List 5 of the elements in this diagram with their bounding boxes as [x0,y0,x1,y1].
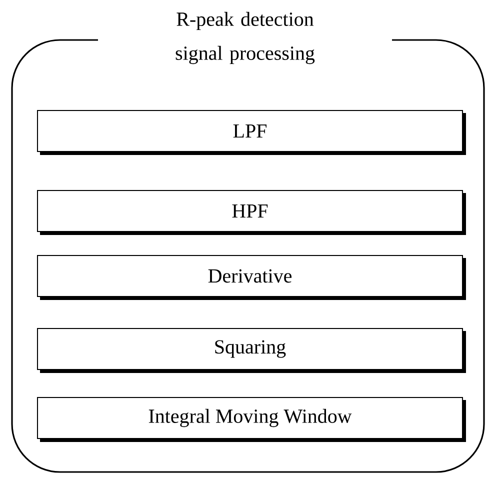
process-box: HPF [37,190,466,235]
process-box: LPF [37,110,466,155]
process-box: Derivative [37,255,466,300]
process-box: Integral Moving Window [37,397,466,442]
process-box: Squaring [37,328,466,373]
